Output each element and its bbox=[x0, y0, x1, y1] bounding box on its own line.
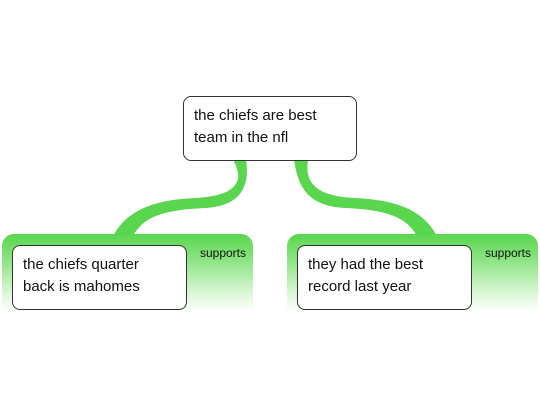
premise-node-right[interactable]: they had the best record last year bbox=[297, 245, 472, 310]
premise-text: they had the best record last year bbox=[308, 256, 424, 295]
premise-node-left[interactable]: the chiefs quarter back is mahomes bbox=[12, 245, 187, 310]
claim-text: the chiefs are best team in the nfl bbox=[194, 107, 317, 146]
premise-text: the chiefs quarter back is mahomes bbox=[23, 256, 140, 295]
claim-node[interactable]: the chiefs are best team in the nfl bbox=[183, 96, 357, 161]
support-label: supports bbox=[484, 246, 531, 260]
support-label: supports bbox=[199, 246, 246, 260]
left-support-connector bbox=[112, 160, 247, 238]
right-support-connector bbox=[294, 160, 438, 238]
